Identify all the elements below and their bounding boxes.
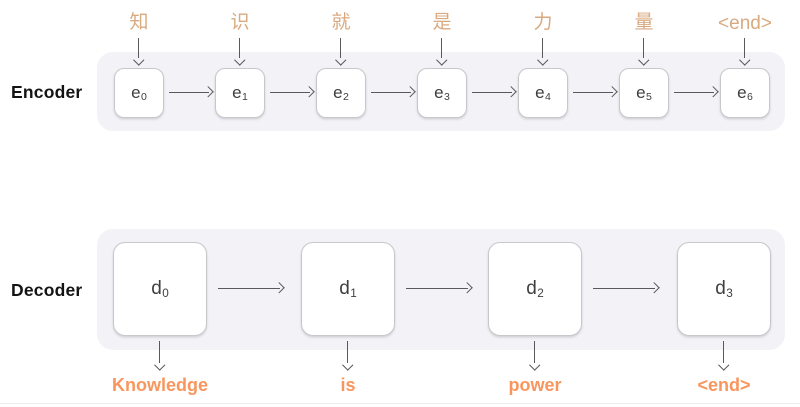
encoder-cell: e6 — [720, 68, 770, 118]
down-arrow-icon — [347, 341, 348, 363]
down-arrow-icon — [542, 38, 543, 58]
down-arrow-icon — [534, 341, 535, 363]
down-arrow-icon — [744, 38, 745, 58]
right-arrow-icon — [270, 92, 310, 93]
down-arrow-icon — [340, 38, 341, 58]
down-arrow-icon — [239, 38, 240, 58]
decoder-output-label: power — [508, 375, 562, 395]
cell-text: d2 — [526, 277, 544, 301]
down-arrow-icon — [441, 38, 442, 58]
encoder-cell: e4 — [518, 68, 568, 118]
decoder-label: Decoder — [11, 280, 83, 300]
cell-text: d1 — [339, 277, 357, 301]
right-arrow-icon — [406, 288, 468, 289]
cell-text: e4 — [535, 82, 551, 104]
cell-text: e6 — [737, 82, 753, 104]
encoder-cell: e1 — [215, 68, 265, 118]
right-arrow-icon — [218, 288, 280, 289]
decoder-cell: d2 — [488, 242, 582, 336]
cell-text: e0 — [131, 82, 147, 104]
decoder-output-label: is — [340, 375, 356, 395]
encoder-input-label: 是 — [432, 12, 452, 33]
cell-text: d3 — [715, 277, 733, 301]
right-arrow-icon — [371, 92, 411, 93]
decoder-cell: d1 — [301, 242, 395, 336]
encoder-input-label: 量 — [634, 12, 654, 33]
cell-text: e5 — [636, 82, 652, 104]
encoder-cell: e0 — [114, 68, 164, 118]
bottom-divider — [0, 403, 800, 404]
decoder-cell: d3 — [677, 242, 771, 336]
encoder-input-label: 知 — [129, 12, 149, 33]
decoder-output-label: Knowledge — [111, 375, 209, 395]
encoder-input-label: 就 — [331, 12, 351, 33]
encoder-cell: e3 — [417, 68, 467, 118]
right-arrow-icon — [169, 92, 209, 93]
cell-text: e2 — [333, 82, 349, 104]
right-arrow-icon — [472, 92, 512, 93]
down-arrow-icon — [159, 341, 160, 363]
right-arrow-icon — [573, 92, 613, 93]
cell-text: e1 — [232, 82, 248, 104]
encoder-input-label: <end> — [718, 13, 772, 34]
right-arrow-icon — [593, 288, 655, 289]
encoder-cell: e2 — [316, 68, 366, 118]
cell-text: e3 — [434, 82, 450, 104]
decoder-output-label: <end> — [697, 375, 751, 395]
encoder-label: Encoder — [11, 82, 83, 102]
down-arrow-icon — [138, 38, 139, 58]
cell-text: d0 — [151, 277, 169, 301]
encoder-input-label: 力 — [533, 12, 553, 33]
encoder-cell: e5 — [619, 68, 669, 118]
down-arrow-icon — [723, 341, 724, 363]
encoder-input-label: 识 — [230, 12, 250, 33]
decoder-cell: d0 — [113, 242, 207, 336]
down-arrow-icon — [643, 38, 644, 58]
decoder-panel — [97, 229, 785, 350]
right-arrow-icon — [674, 92, 714, 93]
